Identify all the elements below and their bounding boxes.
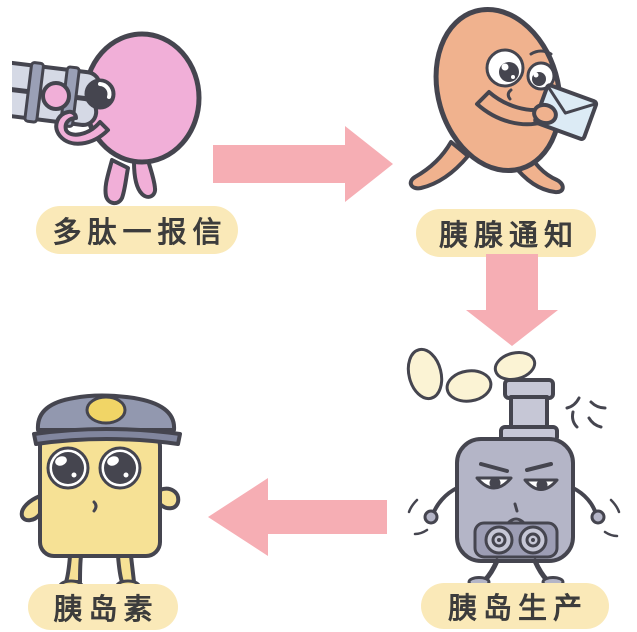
character-insulin-guard: [14, 382, 210, 596]
reel-panel-icon: [473, 521, 559, 559]
arrow-left-icon: [200, 468, 395, 566]
step1-label: 多肽一报信: [36, 206, 238, 254]
arrow-down-icon: [462, 250, 562, 350]
character-pancreas-runner: [393, 6, 637, 212]
step4-label: 胰岛素: [28, 584, 178, 630]
police-cap-icon: [32, 393, 182, 446]
step2-label: 胰腺通知: [416, 209, 596, 257]
character-polypeptide-blob: [12, 10, 217, 210]
arrow-right-icon: [205, 118, 400, 210]
character-islet-machine: [393, 340, 637, 588]
beans-icon: [406, 347, 537, 403]
step3-label: 胰岛生产: [421, 583, 609, 629]
anger-mark-icon: [565, 396, 607, 429]
envelope-icon: [533, 83, 599, 141]
